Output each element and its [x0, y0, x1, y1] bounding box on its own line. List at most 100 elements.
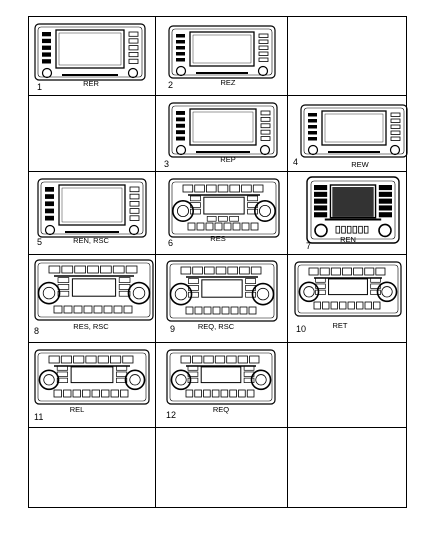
preset-button: [206, 184, 217, 193]
screen-content: [332, 187, 374, 217]
bottom-button: [63, 389, 72, 398]
right-button: [378, 185, 392, 191]
radio-unit-drawing: [168, 25, 276, 79]
side-button: [116, 377, 128, 383]
left-button: [45, 194, 54, 199]
side-button: [243, 371, 255, 377]
right-button: [378, 191, 392, 197]
preset-button: [192, 355, 203, 364]
side-button: [56, 377, 68, 383]
item-number: 12: [166, 410, 177, 420]
bottom-button: [196, 222, 205, 231]
item-number: 3: [164, 159, 170, 169]
preset-button: [204, 266, 215, 275]
preset-button: [48, 265, 61, 274]
bottom-button: [185, 306, 194, 315]
display: [203, 196, 245, 215]
bottom-button: [123, 305, 133, 314]
left-button: [176, 111, 185, 115]
volume-knob: [44, 224, 56, 236]
preset-button: [194, 184, 205, 193]
bottom-button: [339, 301, 347, 310]
bottom-button: [63, 305, 73, 314]
volume-knob: [38, 369, 60, 391]
tune-knob: [127, 67, 139, 79]
right-button: [128, 31, 139, 37]
right-button: [258, 51, 269, 56]
mode-button: [218, 216, 228, 222]
preset-button: [237, 355, 248, 364]
preset-button: [61, 265, 74, 274]
bottom-button: [241, 222, 250, 231]
bottom-button: [220, 389, 229, 398]
sales-code-label: RER: [83, 79, 99, 88]
right-button: [390, 112, 401, 117]
right-button: [129, 208, 140, 214]
radio-bezel: [37, 178, 147, 238]
right-button: [390, 130, 401, 135]
left-button: [42, 59, 51, 64]
right-button: [390, 136, 401, 141]
bottom-button: [72, 389, 81, 398]
tune-knob: [389, 144, 401, 156]
preset-button: [60, 355, 72, 364]
bottom-button: [185, 389, 194, 398]
side-button: [247, 208, 258, 215]
preset-button: [100, 265, 112, 274]
sales-code-label: REW: [351, 160, 369, 169]
side-button: [188, 285, 199, 291]
left-button: [42, 38, 51, 44]
tune-knob: [128, 224, 140, 236]
display: [201, 279, 243, 298]
left-button: [176, 40, 185, 44]
preset-button: [217, 184, 229, 193]
tune-knob: [127, 281, 151, 305]
bottom-button: [330, 301, 338, 310]
bottom-button: [91, 389, 100, 398]
item-number: 2: [168, 80, 174, 90]
radio-bezel: [168, 25, 276, 79]
preset-button: [229, 184, 240, 193]
right-button: [128, 38, 139, 44]
touch-screen: [189, 31, 255, 67]
side-button: [243, 365, 255, 371]
radio-bezel: [300, 104, 408, 158]
side-button: [188, 278, 199, 284]
left-button: [314, 191, 328, 197]
volume-knob: [298, 281, 320, 303]
bottom-button: [53, 305, 63, 314]
bottom-button: [214, 222, 223, 231]
left-button: [42, 45, 51, 50]
preset-button: [203, 355, 214, 364]
right-button: [258, 33, 269, 38]
volume-knob: [172, 199, 194, 222]
bottom-button: [212, 306, 221, 315]
preset-button: [180, 355, 191, 364]
left-button: [176, 117, 185, 122]
bottom-button: [83, 305, 93, 314]
grid-cell: [288, 343, 407, 428]
left-button: [314, 185, 328, 191]
bottom-button: [211, 389, 220, 398]
bottom-button: [223, 222, 232, 231]
left-button: [176, 52, 185, 56]
left-button: [308, 119, 317, 123]
preset-button: [192, 266, 203, 275]
bottom-button: [373, 301, 381, 310]
preset-button: [375, 267, 386, 276]
right-button: [129, 193, 140, 200]
bottom-button: [239, 306, 248, 315]
right-button: [260, 129, 271, 135]
bottom-button: [113, 305, 123, 314]
bottom-button: [194, 306, 203, 315]
radio-unit-drawing: [300, 104, 408, 158]
side-button: [56, 371, 68, 377]
preset-button: [112, 265, 125, 274]
grid-cell: [156, 428, 288, 508]
radio-unit-drawing: [168, 178, 280, 238]
right-button: [260, 116, 271, 122]
